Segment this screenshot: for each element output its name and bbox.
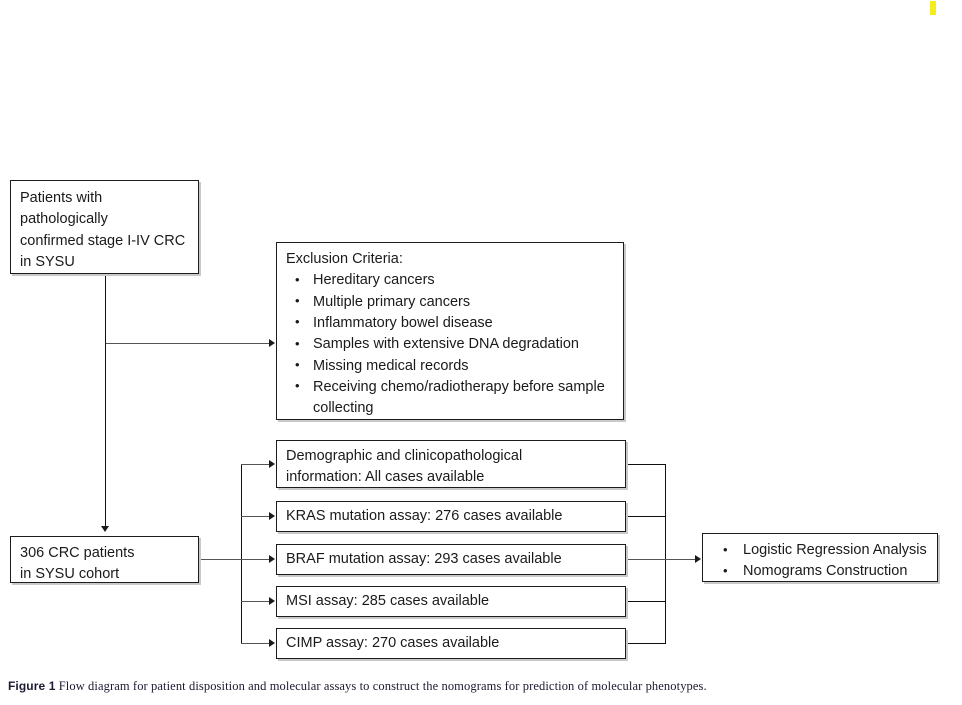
node-analysis: Logistic Regression Analysis Nomograms C… xyxy=(702,533,938,582)
list-item: Samples with extensive DNA degradation xyxy=(286,334,615,355)
node-patients-line-3: confirmed stage I-IV CRC xyxy=(20,232,186,249)
list-item: Logistic Regression Analysis xyxy=(713,539,929,561)
node-assay-braf: BRAF mutation assay: 293 cases available xyxy=(276,544,626,575)
highlight-mark xyxy=(930,1,936,15)
list-item: Hereditary cancers xyxy=(286,270,615,291)
arrowhead-down-cohort xyxy=(101,526,109,532)
arrowhead-cimp xyxy=(269,639,275,647)
connector-to-exclusion xyxy=(106,343,269,344)
stub-cimp-right xyxy=(626,643,666,644)
connector-trunk-to-cimp xyxy=(241,643,269,644)
node-cohort-line-1: 306 CRC patients xyxy=(20,545,135,561)
stub-kras-right xyxy=(626,516,666,517)
stub-braf-right xyxy=(626,559,666,560)
node-assay-msi: MSI assay: 285 cases available xyxy=(276,586,626,617)
analysis-list: Logistic Regression Analysis Nomograms C… xyxy=(713,539,929,583)
node-patients-line-2: pathologically xyxy=(20,211,108,228)
assay-right-trunk xyxy=(665,464,666,644)
arrowhead-analysis xyxy=(695,555,701,563)
stub-msi-right xyxy=(626,601,666,602)
node-assay-cimp: CIMP assay: 270 cases available xyxy=(276,628,626,659)
connector-patients-to-cohort xyxy=(105,274,106,526)
connector-trunk-to-braf xyxy=(241,559,269,560)
figure-caption: Figure 1 Flow diagram for patient dispos… xyxy=(8,679,954,694)
exclusion-heading: Exclusion Criteria: xyxy=(286,251,403,267)
connector-cohort-to-trunk xyxy=(199,559,241,560)
assay-left-trunk xyxy=(241,464,242,644)
node-assay-kras: KRAS mutation assay: 276 cases available xyxy=(276,501,626,532)
exclusion-list: Hereditary cancers Multiple primary canc… xyxy=(286,270,615,419)
list-item: Multiple primary cancers xyxy=(286,291,615,313)
node-assay-demographic-line-1: Demographic and clinicopathological xyxy=(286,448,523,464)
list-item: Receiving chemo/radiotherapy before samp… xyxy=(286,376,615,420)
figure-caption-text: Flow diagram for patient disposition and… xyxy=(58,679,707,693)
connector-trunk-to-analysis xyxy=(665,559,695,560)
node-assay-demographic-line-2: information: All cases available xyxy=(286,469,485,486)
connector-trunk-to-kras xyxy=(241,516,269,517)
arrowhead-kras xyxy=(269,512,275,520)
node-assay-braf-line-1: BRAF mutation assay: 293 cases available xyxy=(286,551,562,567)
node-assay-kras-line-1: KRAS mutation assay: 276 cases available xyxy=(286,508,563,524)
list-item: Missing medical records xyxy=(286,355,615,377)
node-assay-msi-line-1: MSI assay: 285 cases available xyxy=(286,593,490,609)
node-patients-line-4: in SYSU xyxy=(20,253,75,270)
node-cohort-line-2: in SYSU cohort xyxy=(20,566,120,583)
arrowhead-exclusion xyxy=(269,339,275,347)
arrowhead-msi xyxy=(269,597,275,605)
connector-trunk-to-demographic xyxy=(241,464,269,465)
node-patients-line-1: Patients with xyxy=(20,190,103,206)
stub-demographic-right xyxy=(626,464,666,465)
connector-trunk-to-msi xyxy=(241,601,269,602)
arrowhead-braf xyxy=(269,555,275,563)
node-exclusion-criteria: Exclusion Criteria: Hereditary cancers M… xyxy=(276,242,624,420)
arrowhead-demographic xyxy=(269,460,275,468)
list-item: Inflammatory bowel disease xyxy=(286,312,615,334)
node-assay-demographic: Demographic and clinicopathological info… xyxy=(276,440,626,488)
list-item: Nomograms Construction xyxy=(713,561,929,582)
node-assay-cimp-line-1: CIMP assay: 270 cases available xyxy=(286,635,500,651)
node-patients: Patients with pathologically confirmed s… xyxy=(10,180,199,274)
node-cohort: 306 CRC patients in SYSU cohort xyxy=(10,536,199,583)
figure-caption-label: Figure 1 xyxy=(8,679,56,693)
